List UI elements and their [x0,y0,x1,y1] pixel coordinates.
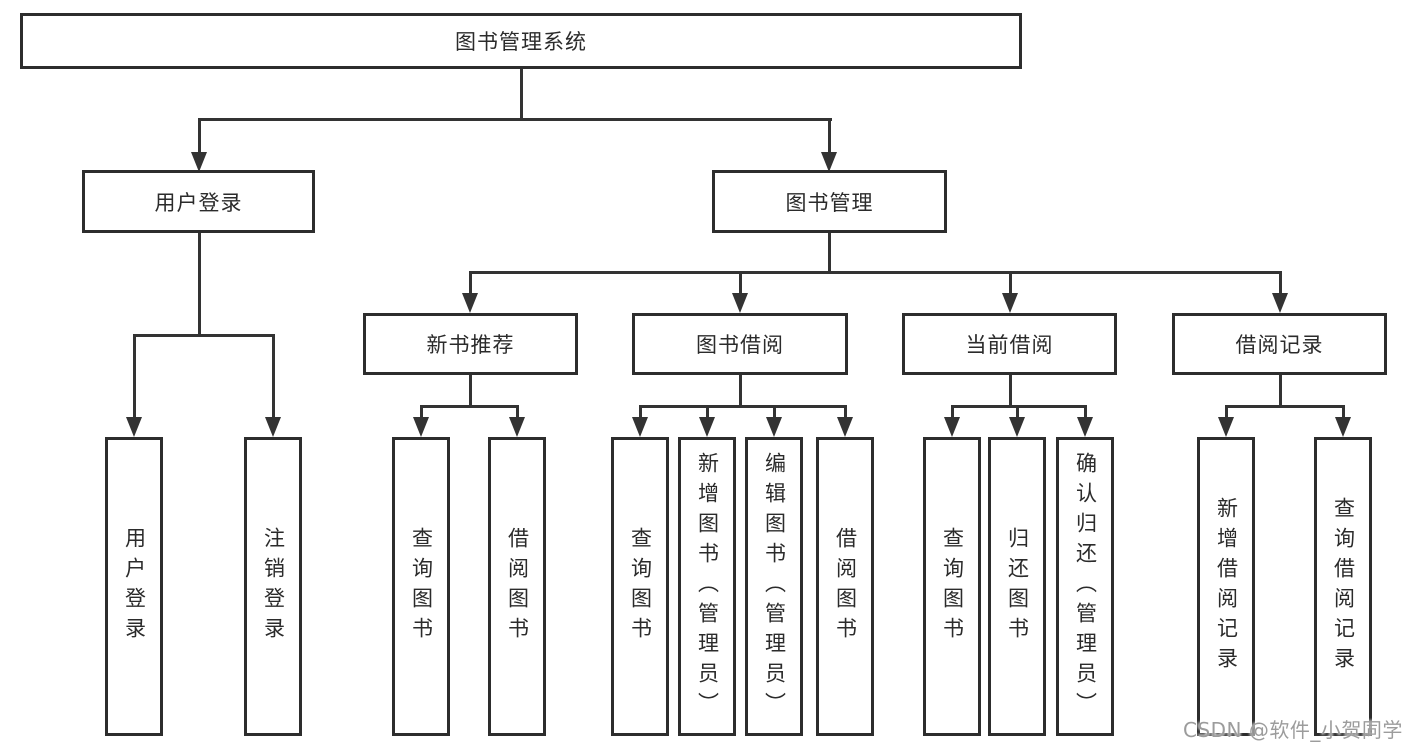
connector-drop-query-borrow-record [1342,405,1345,418]
connector-drop-leaf-logout [272,334,275,418]
connector-user-login-stem [198,233,201,336]
arrow-down-user-login-icon [191,152,207,172]
arrow-down-leaf-logout-icon [265,417,281,437]
leaf-query-books-recommend-label: 查询图书 [409,526,434,647]
node-user-login: 用户登录 [82,170,315,233]
leaf-edit-books-admin: 编辑图书（管理员） [745,437,803,736]
connector-root-branch [198,118,832,121]
connector-drop-user-login [198,118,201,153]
leaf-confirm-return-admin-label: 确认归还（管理员） [1073,451,1098,722]
leaf-add-borrow-record: 新增借阅记录 [1197,437,1255,736]
connector-borrowing-records-stem [1279,375,1282,407]
connector-drop-borrowing-records [1279,271,1282,294]
leaf-user-login-label: 用户登录 [122,526,147,647]
arrow-down-query-books-current-icon [944,417,960,437]
leaf-borrow-books-recommend-label: 借阅图书 [505,526,530,647]
leaf-query-books-borrowing-label: 查询图书 [628,526,653,647]
arrow-down-query-borrow-record-icon [1335,417,1351,437]
leaf-logout-label: 注销登录 [261,526,286,647]
node-user-login-label: 用户登录 [154,190,243,215]
leaf-borrow-books: 借阅图书 [816,437,874,736]
leaf-return-books-label: 归还图书 [1005,526,1030,647]
leaf-return-books: 归还图书 [988,437,1046,736]
leaf-query-borrow-record: 查询借阅记录 [1314,437,1372,736]
connector-drop-current-borrowing [1009,271,1012,294]
arrow-down-add-borrow-record-icon [1218,417,1234,437]
arrow-down-book-management-icon [821,152,837,172]
connector-book-management-stem [828,233,831,273]
node-current-borrowing: 当前借阅 [902,313,1117,375]
connector-drop-query-books-recommend [420,405,423,418]
leaf-logout: 注销登录 [244,437,302,736]
connector-drop-book-borrowing [739,271,742,294]
node-book-management-label: 图书管理 [785,190,874,215]
arrow-down-return-books-icon [1009,417,1025,437]
connector-drop-book-management [828,118,831,153]
connector-drop-borrow-books-recommend [516,405,519,418]
connector-borrowing-records-branch [1225,405,1345,408]
arrow-down-new-book-recommend-icon [462,293,478,313]
leaf-borrow-books-label: 借阅图书 [833,526,858,647]
arrow-down-leaf-user-login-icon [126,417,142,437]
leaf-confirm-return-admin: 确认归还（管理员） [1056,437,1114,736]
leaf-add-borrow-record-label: 新增借阅记录 [1214,496,1239,677]
arrow-down-query-books-borrowing-icon [632,417,648,437]
arrow-down-borrow-books-icon [837,417,853,437]
leaf-query-books-current-label: 查询图书 [940,526,965,647]
connector-current-borrowing-branch [951,405,1087,408]
node-root: 图书管理系统 [20,13,1022,69]
leaf-query-books-borrowing: 查询图书 [611,437,669,736]
leaf-query-books-recommend: 查询图书 [392,437,450,736]
node-borrowing-records-label: 借阅记录 [1235,333,1324,357]
node-new-book-recommend: 新书推荐 [363,313,578,375]
connector-drop-leaf-user-login [133,334,136,418]
connector-drop-add-books-admin [706,405,709,418]
arrow-down-confirm-return-admin-icon [1077,417,1093,437]
leaf-add-books-admin: 新增图书（管理员） [678,437,736,736]
node-new-book-recommend-label: 新书推荐 [426,333,515,357]
node-borrowing-records: 借阅记录 [1172,313,1387,375]
arrow-down-book-borrowing-icon [732,293,748,313]
connector-book-borrowing-branch [639,405,847,408]
connector-user-login-branch [133,334,275,337]
connector-current-borrowing-stem [1009,375,1012,407]
leaf-borrow-books-recommend: 借阅图书 [488,437,546,736]
connector-drop-new-book-recommend [469,271,472,294]
csdn-watermark: CSDN @软件_小贺同学 [1183,718,1403,742]
leaf-query-books-current: 查询图书 [923,437,981,736]
leaf-add-books-admin-label: 新增图书（管理员） [695,451,720,722]
connector-drop-query-books-current [951,405,954,418]
connector-drop-query-books-borrowing [639,405,642,418]
leaf-query-borrow-record-label: 查询借阅记录 [1331,496,1356,677]
node-current-borrowing-label: 当前借阅 [965,333,1054,357]
arrow-down-edit-books-admin-icon [766,417,782,437]
node-book-management: 图书管理 [712,170,947,233]
arrow-down-borrowing-records-icon [1272,293,1288,313]
arrow-down-borrow-books-recommend-icon [509,417,525,437]
connector-drop-return-books [1016,405,1019,418]
connector-book-borrowing-stem [739,375,742,407]
leaf-edit-books-admin-label: 编辑图书（管理员） [762,451,787,722]
node-book-borrowing-label: 图书借阅 [696,333,784,357]
connector-drop-add-borrow-record [1225,405,1228,418]
connector-root-stem [520,69,523,120]
connector-drop-edit-books-admin [773,405,776,418]
connector-drop-confirm-return-admin [1084,405,1087,418]
connector-new-book-recommend-branch [420,405,519,408]
leaf-user-login: 用户登录 [105,437,163,736]
arrow-down-add-books-admin-icon [699,417,715,437]
connector-new-book-recommend-stem [469,375,472,407]
arrow-down-current-borrowing-icon [1002,293,1018,313]
connector-book-management-branch [469,271,1282,274]
node-root-label: 图书管理系统 [455,30,587,54]
arrow-down-query-books-recommend-icon [413,417,429,437]
node-book-borrowing: 图书借阅 [632,313,848,375]
connector-drop-borrow-books [844,405,847,418]
